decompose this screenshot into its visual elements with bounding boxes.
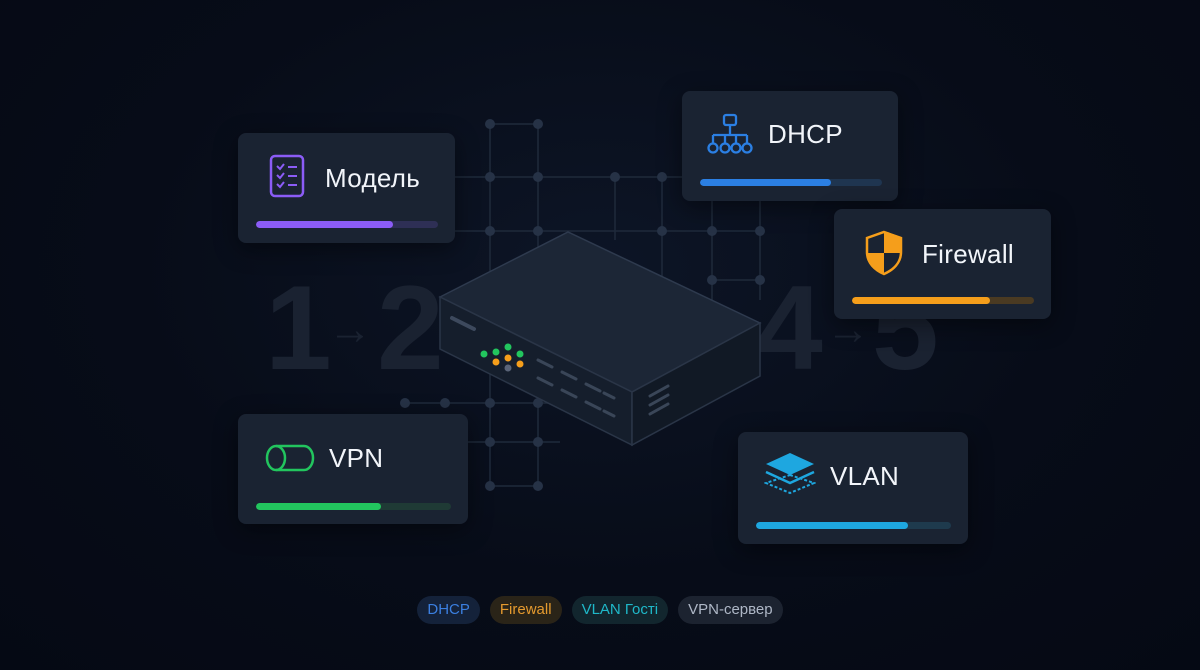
tag-firewall: Firewall — [489, 596, 562, 624]
card-dhcp-progress — [700, 179, 882, 186]
card-vlan-label: VLAN — [830, 461, 900, 491]
tunnel-icon — [265, 444, 315, 472]
shield-icon — [865, 230, 903, 276]
card-dhcp: DHCP — [682, 91, 898, 201]
card-vpn: VPN — [238, 414, 468, 524]
network-tree-icon — [707, 113, 753, 154]
card-firewall-label: Firewall — [922, 239, 1014, 269]
card-model-progress-fill — [256, 221, 393, 228]
tag-list: DHCP Firewall VLAN Гості VPN-сервер — [0, 596, 1200, 624]
card-vpn-progress — [256, 503, 451, 510]
card-firewall-progress-fill — [852, 297, 991, 304]
card-vpn-progress-fill — [256, 503, 381, 510]
card-model-label: Модель — [325, 163, 421, 193]
card-model: Модель — [238, 133, 455, 243]
card-firewall-progress — [852, 297, 1034, 304]
tag-dhcp: DHCP — [417, 596, 480, 624]
step-number-1: 1 — [265, 261, 332, 395]
card-vlan-progress-fill — [756, 522, 909, 529]
layers-icon — [764, 453, 816, 495]
card-firewall: Firewall — [834, 209, 1051, 319]
card-model-progress — [256, 221, 438, 228]
checklist-icon — [269, 154, 305, 198]
card-dhcp-label: DHCP — [768, 119, 843, 149]
card-vpn-label: VPN — [329, 443, 384, 473]
step-arrow-left: → — [328, 305, 372, 354]
card-vlan-progress — [756, 522, 951, 529]
tag-vlan-guests: VLAN Гості — [571, 596, 669, 624]
tag-vpn-server: VPN-сервер — [678, 596, 783, 624]
card-dhcp-progress-fill — [700, 179, 832, 186]
step-number-4: 4 — [756, 261, 823, 395]
card-vlan: VLAN — [738, 432, 968, 544]
step-number-2: 2 — [377, 261, 444, 395]
